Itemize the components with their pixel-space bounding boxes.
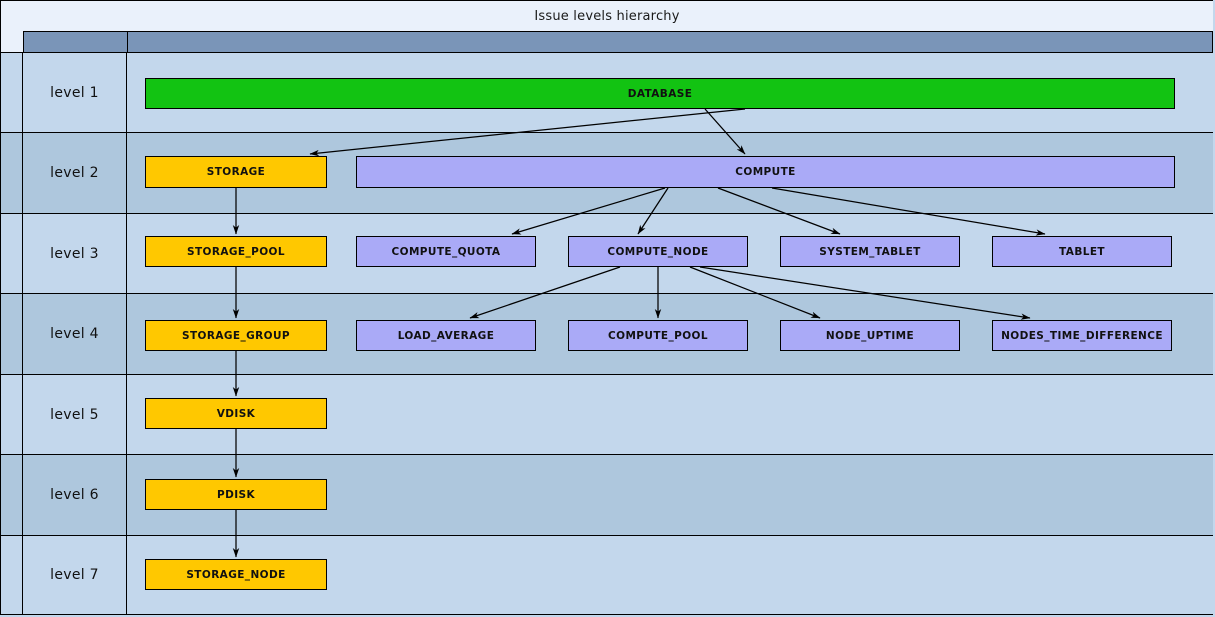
node-compute_quota[interactable]: COMPUTE_QUOTA xyxy=(356,236,536,267)
node-compute_node[interactable]: COMPUTE_NODE xyxy=(568,236,748,267)
node-label: STORAGE_NODE xyxy=(186,568,286,581)
node-tablet[interactable]: TABLET xyxy=(992,236,1172,267)
level-label-text: level 2 xyxy=(50,165,99,181)
node-nodes_time_difference[interactable]: NODES_TIME_DIFFERENCE xyxy=(992,320,1172,351)
node-label: COMPUTE_NODE xyxy=(607,245,709,258)
node-storage_node[interactable]: STORAGE_NODE xyxy=(145,559,327,590)
node-load_average[interactable]: LOAD_AVERAGE xyxy=(356,320,536,351)
node-label: TABLET xyxy=(1059,245,1105,258)
level-label-cell-6: level 6 xyxy=(23,455,127,535)
level-label-text: level 1 xyxy=(50,84,99,101)
node-pdisk[interactable]: PDISK xyxy=(145,479,327,510)
node-label: STORAGE xyxy=(206,166,266,178)
row-gutter-cell xyxy=(1,455,23,535)
row-gutter-cell xyxy=(1,53,23,132)
level-label-cell-2: level 2 xyxy=(23,133,127,213)
node-system_tablet[interactable]: SYSTEM_TABLET xyxy=(780,236,960,267)
level-label-cell-4: level 4 xyxy=(23,294,127,374)
node-storage_pool[interactable]: STORAGE_POOL xyxy=(145,236,327,267)
node-database[interactable]: DATABASE xyxy=(145,78,1175,109)
node-label: COMPUTE xyxy=(735,166,796,178)
level-label-cell-1: level 1 xyxy=(23,53,127,132)
node-label: COMPUTE_POOL xyxy=(608,329,708,342)
node-storage_group[interactable]: STORAGE_GROUP xyxy=(145,320,327,351)
node-compute_pool[interactable]: COMPUTE_POOL xyxy=(568,320,748,351)
node-label: NODE_UPTIME xyxy=(825,329,915,342)
row-gutter-cell xyxy=(1,375,23,454)
node-label: PDISK xyxy=(216,488,256,501)
row-gutter-cell xyxy=(1,294,23,374)
level-label-cell-3: level 3 xyxy=(23,214,127,293)
level-label-text: level 6 xyxy=(50,487,99,503)
node-label: STORAGE_POOL xyxy=(187,245,285,258)
level-label-text: level 5 xyxy=(50,406,99,423)
node-label: VDISK xyxy=(216,407,256,420)
level-label-cell-7: level 7 xyxy=(23,536,127,614)
node-label: DATABASE xyxy=(627,87,693,100)
node-vdisk[interactable]: VDISK xyxy=(145,398,327,429)
header-narrow-cell xyxy=(1,31,23,53)
node-label: SYSTEM_TABLET xyxy=(819,245,921,258)
header-level-column xyxy=(23,31,127,53)
row-gutter-cell xyxy=(1,214,23,293)
page-title: Issue levels hierarchy xyxy=(534,8,680,24)
level-label-text: level 3 xyxy=(50,245,99,262)
node-label: COMPUTE_QUOTA xyxy=(391,245,501,258)
node-compute[interactable]: COMPUTE xyxy=(356,156,1175,188)
node-label: NODES_TIME_DIFFERENCE xyxy=(1001,329,1163,342)
row-gutter-cell xyxy=(1,133,23,213)
node-label: LOAD_AVERAGE xyxy=(397,329,495,342)
diagram-title-band: Issue levels hierarchy xyxy=(1,1,1213,31)
level-label-text: level 4 xyxy=(50,326,99,342)
node-storage[interactable]: STORAGE xyxy=(145,156,327,188)
level-label-cell-5: level 5 xyxy=(23,375,127,454)
node-label: STORAGE_GROUP xyxy=(182,329,290,342)
row-gutter-cell xyxy=(1,536,23,614)
level-label-text: level 7 xyxy=(50,567,99,583)
header-content-column xyxy=(127,31,1213,53)
node-node_uptime[interactable]: NODE_UPTIME xyxy=(780,320,960,351)
